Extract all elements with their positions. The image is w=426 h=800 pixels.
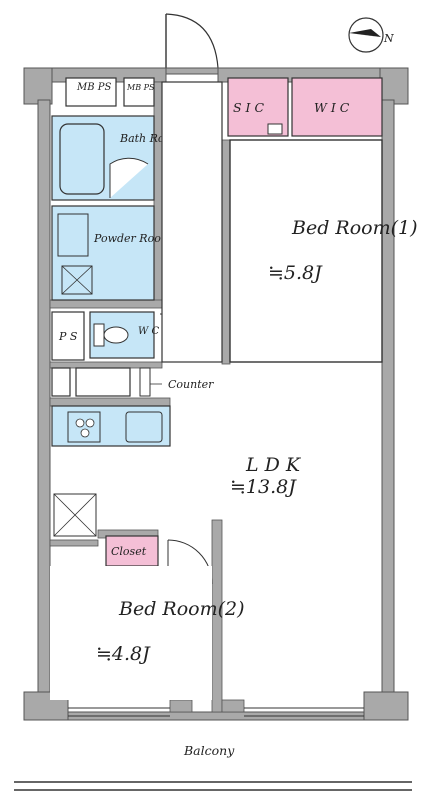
wc-label: W C xyxy=(138,326,159,337)
entrance-door xyxy=(165,13,219,70)
north-label: N xyxy=(383,32,394,45)
fridge-space xyxy=(53,493,97,537)
counter-label: Counter xyxy=(168,378,214,391)
mb-ps-closets: MB PS MB PS xyxy=(65,77,155,107)
outer-walls xyxy=(23,67,409,721)
bed2-label: Bed Room(2) xyxy=(118,598,245,620)
bed1-size: ≒5.8J xyxy=(268,262,323,284)
hallway xyxy=(161,81,223,363)
kitchen-counter xyxy=(51,405,171,447)
mb-ps-label: MB PS xyxy=(76,82,111,93)
balcony-label: Balcony xyxy=(183,743,235,758)
mb-ps-small-label: MB PS xyxy=(126,83,155,92)
powder-room: Powder Room xyxy=(51,205,171,301)
counter-area: Counter xyxy=(51,367,214,397)
storage-wic: W I C xyxy=(291,77,383,154)
ps-closet: P S xyxy=(51,311,85,361)
ldk-label: L D K xyxy=(245,454,302,476)
bed2-size: ≒4.8J xyxy=(96,643,151,665)
north-arrow-icon: N xyxy=(348,17,394,53)
ldk-size: ≒13.8J xyxy=(230,476,297,498)
ps-label: P S xyxy=(58,330,78,343)
wc-room: W C xyxy=(89,311,201,359)
bath-room: Bath Room xyxy=(51,115,182,201)
balcony-rail xyxy=(14,781,412,791)
wic-label: W I C xyxy=(314,100,350,115)
balcony-windows xyxy=(68,707,364,717)
bed-room-1: Bed Room(1) ≒5.8J xyxy=(229,139,418,363)
powder-label: Powder Room xyxy=(93,232,171,245)
bed-room-2: Bed Room(2) ≒4.8J xyxy=(50,566,245,700)
storage-sic: S I C xyxy=(227,77,289,137)
sic-label: S I C xyxy=(233,100,264,115)
closet-label: Closet xyxy=(111,545,147,558)
bed1-label: Bed Room(1) xyxy=(291,217,418,239)
